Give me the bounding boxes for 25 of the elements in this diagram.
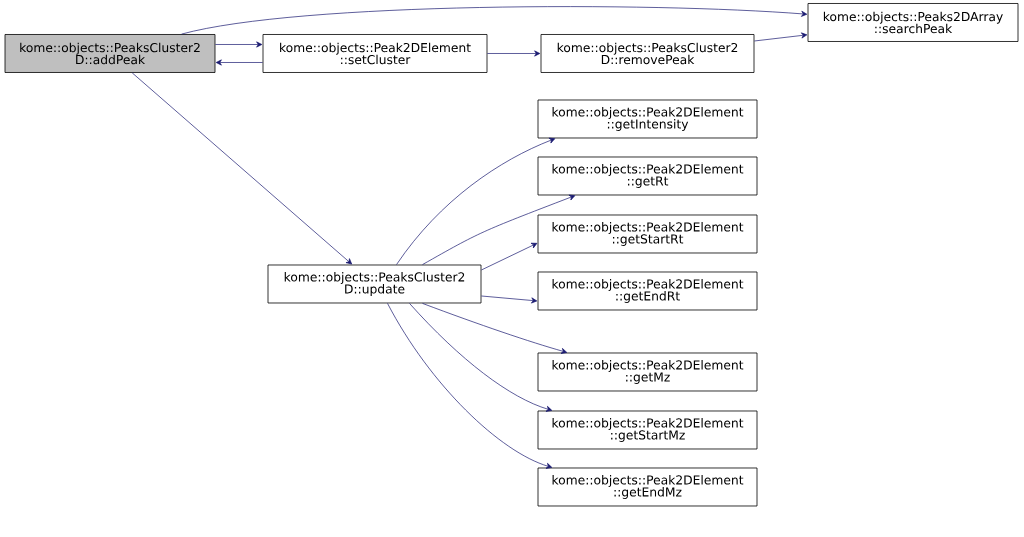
function-box: kome::objects::PeaksCluster2 D::update [267,264,482,304]
function-box: kome::objects::Peak2DElement ::getRt [537,156,758,196]
function-box: kome::objects::Peak2DElement ::getMz [537,352,758,392]
arrow [181,6,808,35]
function-box: kome::objects::Peak2DElement ::setCluster [262,34,488,73]
function-box: kome::objects::PeaksCluster2 D::removePeak [540,34,755,73]
arrow [481,242,538,271]
arrow [409,303,553,412]
arrow [387,303,553,469]
arrow [215,59,263,66]
function-box: kome::objects::Peaks2DArray ::searchPeak [807,3,1019,42]
function-box: kome::objects::Peak2DElement ::getEndMz [537,467,758,507]
function-box: kome::objects::Peak2DElement ::getStartMz [537,410,758,450]
function-box: kome::objects::PeaksCluster2 D::addPeak [4,34,216,73]
arrow [422,303,568,354]
function-box: kome::objects::Peak2DElement ::getEndRt [537,271,758,311]
function-box: kome::objects::Peak2DElement ::getStartRt [537,214,758,254]
arrow [131,72,353,265]
arrow [422,194,576,265]
arrow [754,32,808,42]
arrow [481,295,538,304]
arrow [396,137,556,265]
function-box: kome::objects::Peak2DElement ::getIntensity [537,99,758,139]
arrow [215,41,263,48]
arrow [487,50,541,57]
